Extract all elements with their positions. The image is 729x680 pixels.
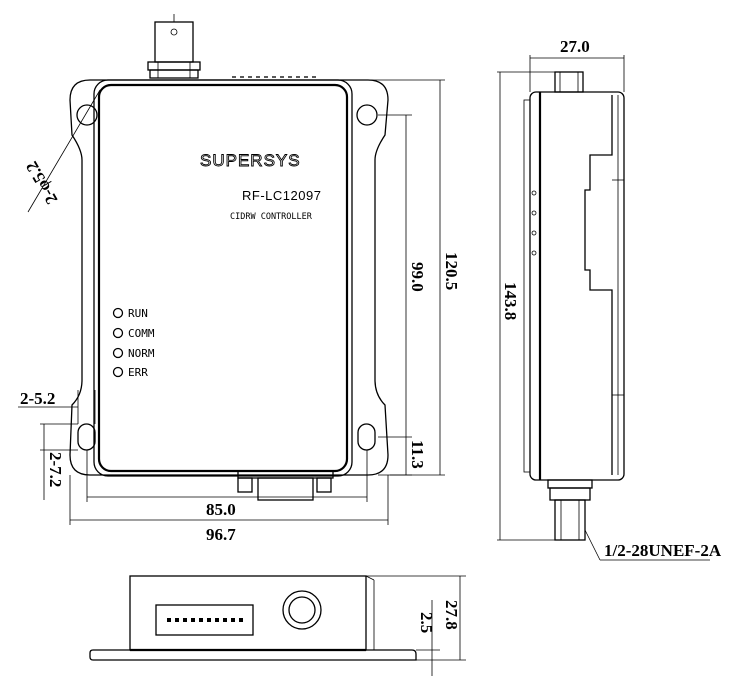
dim-flange-thickness: 2.5 bbox=[417, 612, 436, 633]
dim-hole-spacing-w: 85.0 bbox=[206, 500, 236, 519]
pin-header bbox=[155, 604, 254, 636]
housing-inner bbox=[97, 83, 349, 473]
led-label-comm: COMM bbox=[128, 327, 155, 340]
dim-depth-bottom: 27.8 bbox=[442, 600, 461, 630]
dim-slot-length: 2-7.2 bbox=[46, 452, 65, 487]
mount-slot-bottom-right bbox=[357, 423, 376, 451]
dim-slot-width: 2-5.2 bbox=[20, 389, 55, 408]
bottom-body bbox=[129, 575, 367, 651]
dim-hole-spacing-h: 99.0 bbox=[408, 262, 427, 292]
model-label: RF-LC12097 bbox=[242, 188, 321, 203]
dim-overall-width: 96.7 bbox=[206, 525, 236, 544]
brand-logo: SUPERSYS bbox=[200, 151, 301, 170]
antenna-connector bbox=[147, 14, 201, 79]
pin-row bbox=[167, 618, 243, 622]
subtitle-label: CIDRW CONTROLLER bbox=[230, 212, 313, 222]
mounting-flange bbox=[69, 79, 389, 476]
mount-hole-top-right bbox=[356, 104, 378, 126]
dim-thread: 1/2-28UNEF-2A bbox=[604, 541, 722, 560]
db9-connector bbox=[237, 470, 334, 501]
round-connector-outer bbox=[282, 590, 322, 630]
bottom-view: 2.5 27.8 bbox=[89, 575, 466, 676]
dim-depth-top: 27.0 bbox=[560, 37, 590, 56]
led-norm-icon bbox=[112, 347, 124, 359]
led-label-run: RUN bbox=[128, 307, 148, 320]
led-label-err: ERR bbox=[128, 366, 148, 379]
led-run-icon bbox=[112, 307, 124, 319]
side-view: 27.0 143.8 1/2-28UNEF-2A bbox=[497, 37, 722, 561]
housing-outer bbox=[93, 79, 353, 477]
mount-slot-bottom-left bbox=[77, 423, 96, 451]
led-indicators: RUN COMM NORM ERR bbox=[112, 307, 155, 379]
led-label-norm: NORM bbox=[128, 347, 155, 360]
mount-hole-top-left bbox=[76, 104, 98, 126]
led-comm-icon bbox=[112, 327, 124, 339]
dim-flange-height: 120.5 bbox=[442, 252, 461, 290]
dim-slot-offset: 11.3 bbox=[408, 440, 427, 469]
dim-overall-height: 143.8 bbox=[501, 282, 520, 320]
front-view: SUPERSYS RF-LC12097 CIDRW CONTROLLER RUN… bbox=[18, 14, 461, 544]
led-err-icon bbox=[112, 366, 124, 378]
side-body bbox=[529, 91, 625, 481]
round-connector-inner bbox=[288, 596, 316, 624]
